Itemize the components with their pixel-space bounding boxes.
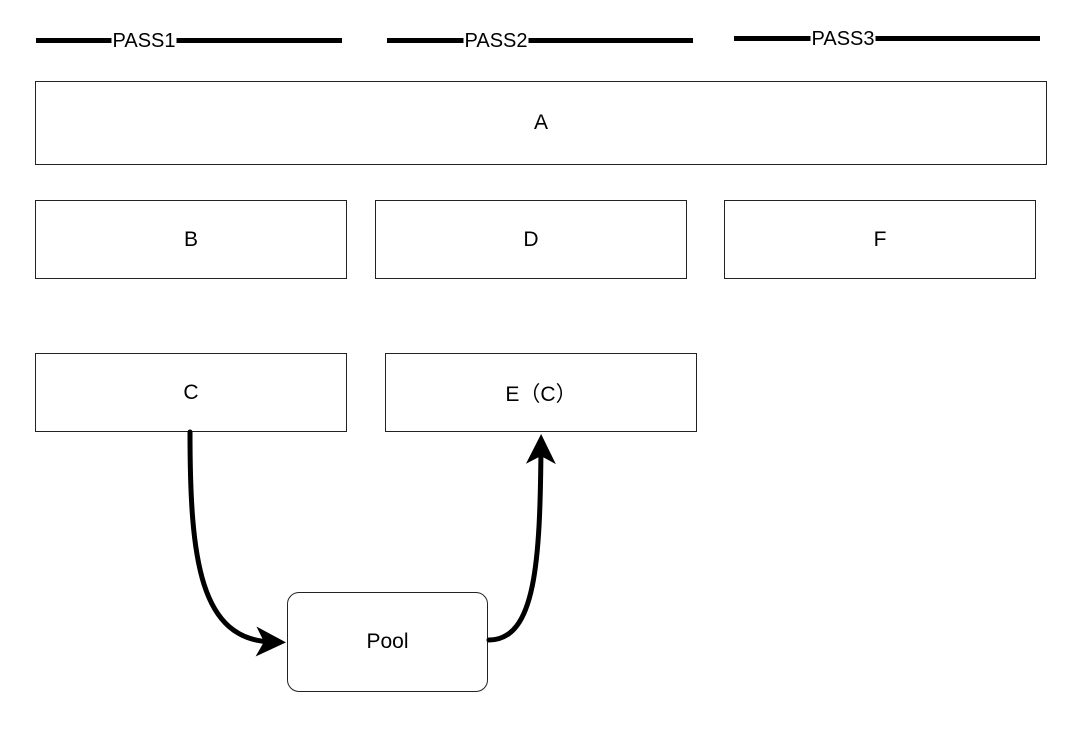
pass2-bar: [387, 38, 693, 43]
edge-c-to-pool: [187, 429, 286, 657]
node-c: C: [35, 353, 347, 432]
pass2-label: PASS2: [463, 29, 529, 53]
pass1-bar: [36, 38, 342, 43]
pass1-label: PASS1: [111, 29, 177, 53]
node-e: E（C）: [385, 353, 697, 432]
pass3-bar: [734, 36, 1040, 41]
node-b: B: [35, 200, 347, 279]
pass2-header: PASS2: [387, 29, 693, 53]
edge-pool-to-e: [486, 434, 556, 643]
pass3-label: PASS3: [810, 27, 876, 51]
pass3-header: PASS3: [734, 27, 1040, 51]
pass1-header: PASS1: [36, 29, 342, 53]
node-d: D: [375, 200, 687, 279]
node-a: A: [35, 81, 1047, 165]
node-pool: Pool: [287, 592, 488, 692]
node-f: F: [724, 200, 1036, 279]
